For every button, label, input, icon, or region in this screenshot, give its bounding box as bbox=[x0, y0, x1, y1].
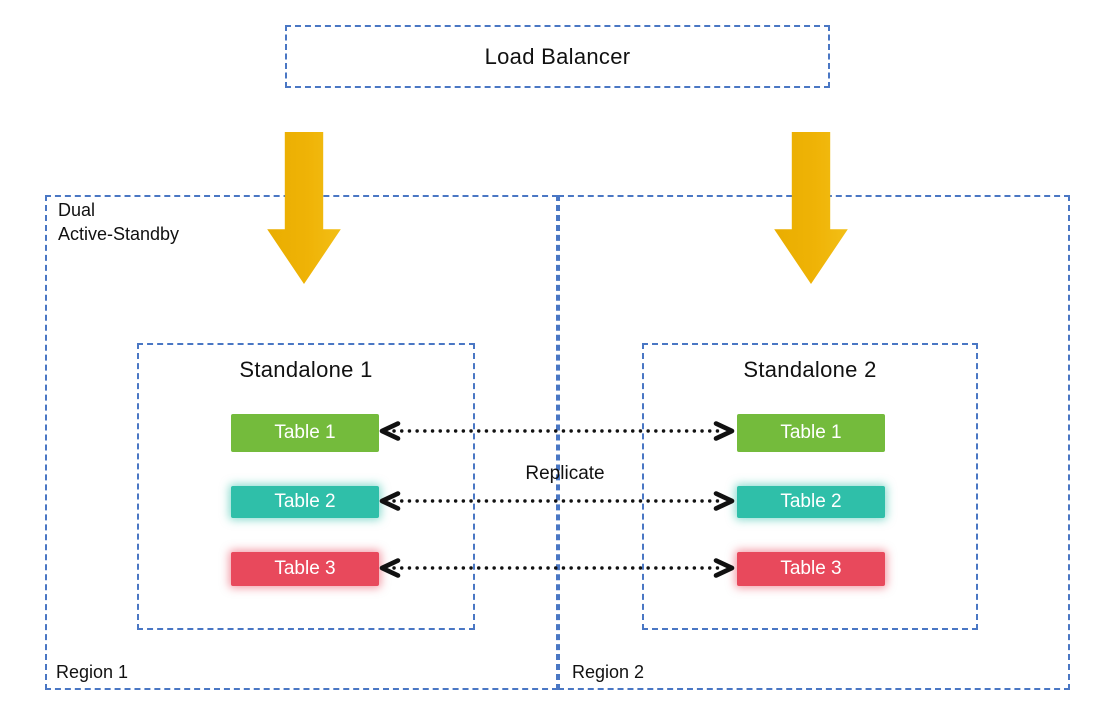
standalone-1-box: Standalone 1 bbox=[137, 343, 475, 630]
region2-table-3: Table 3 bbox=[737, 552, 885, 586]
replicate-label: Replicate bbox=[525, 463, 605, 484]
region2-table-2: Table 2 bbox=[737, 486, 885, 518]
region-2-label: Region 2 bbox=[572, 662, 645, 682]
load-balancer-label: Load Balancer bbox=[484, 43, 631, 69]
standalone-1-title: Standalone 1 bbox=[239, 357, 373, 382]
standalone-2-box: Standalone 2 bbox=[642, 343, 978, 630]
load-balancer-box: Load Balancer bbox=[285, 25, 830, 88]
region2-table-1: Table 1 bbox=[737, 414, 885, 452]
region1-table-1: Table 1 bbox=[231, 414, 379, 452]
region-1-label: Region 1 bbox=[56, 662, 129, 682]
region1-table-3: Table 3 bbox=[231, 552, 379, 586]
dual-label-line2: Active-Standby bbox=[58, 224, 180, 244]
standalone-2-title: Standalone 2 bbox=[743, 357, 877, 382]
replicate-arrow-icon bbox=[379, 558, 735, 578]
region1-table-2: Table 2 bbox=[231, 486, 379, 518]
replicate-arrow-icon bbox=[379, 491, 735, 511]
replicate-arrow-icon bbox=[379, 421, 735, 441]
dual-active-standby-label: Dual Active-Standby bbox=[58, 198, 179, 246]
dual-label-line1: Dual bbox=[58, 200, 96, 220]
